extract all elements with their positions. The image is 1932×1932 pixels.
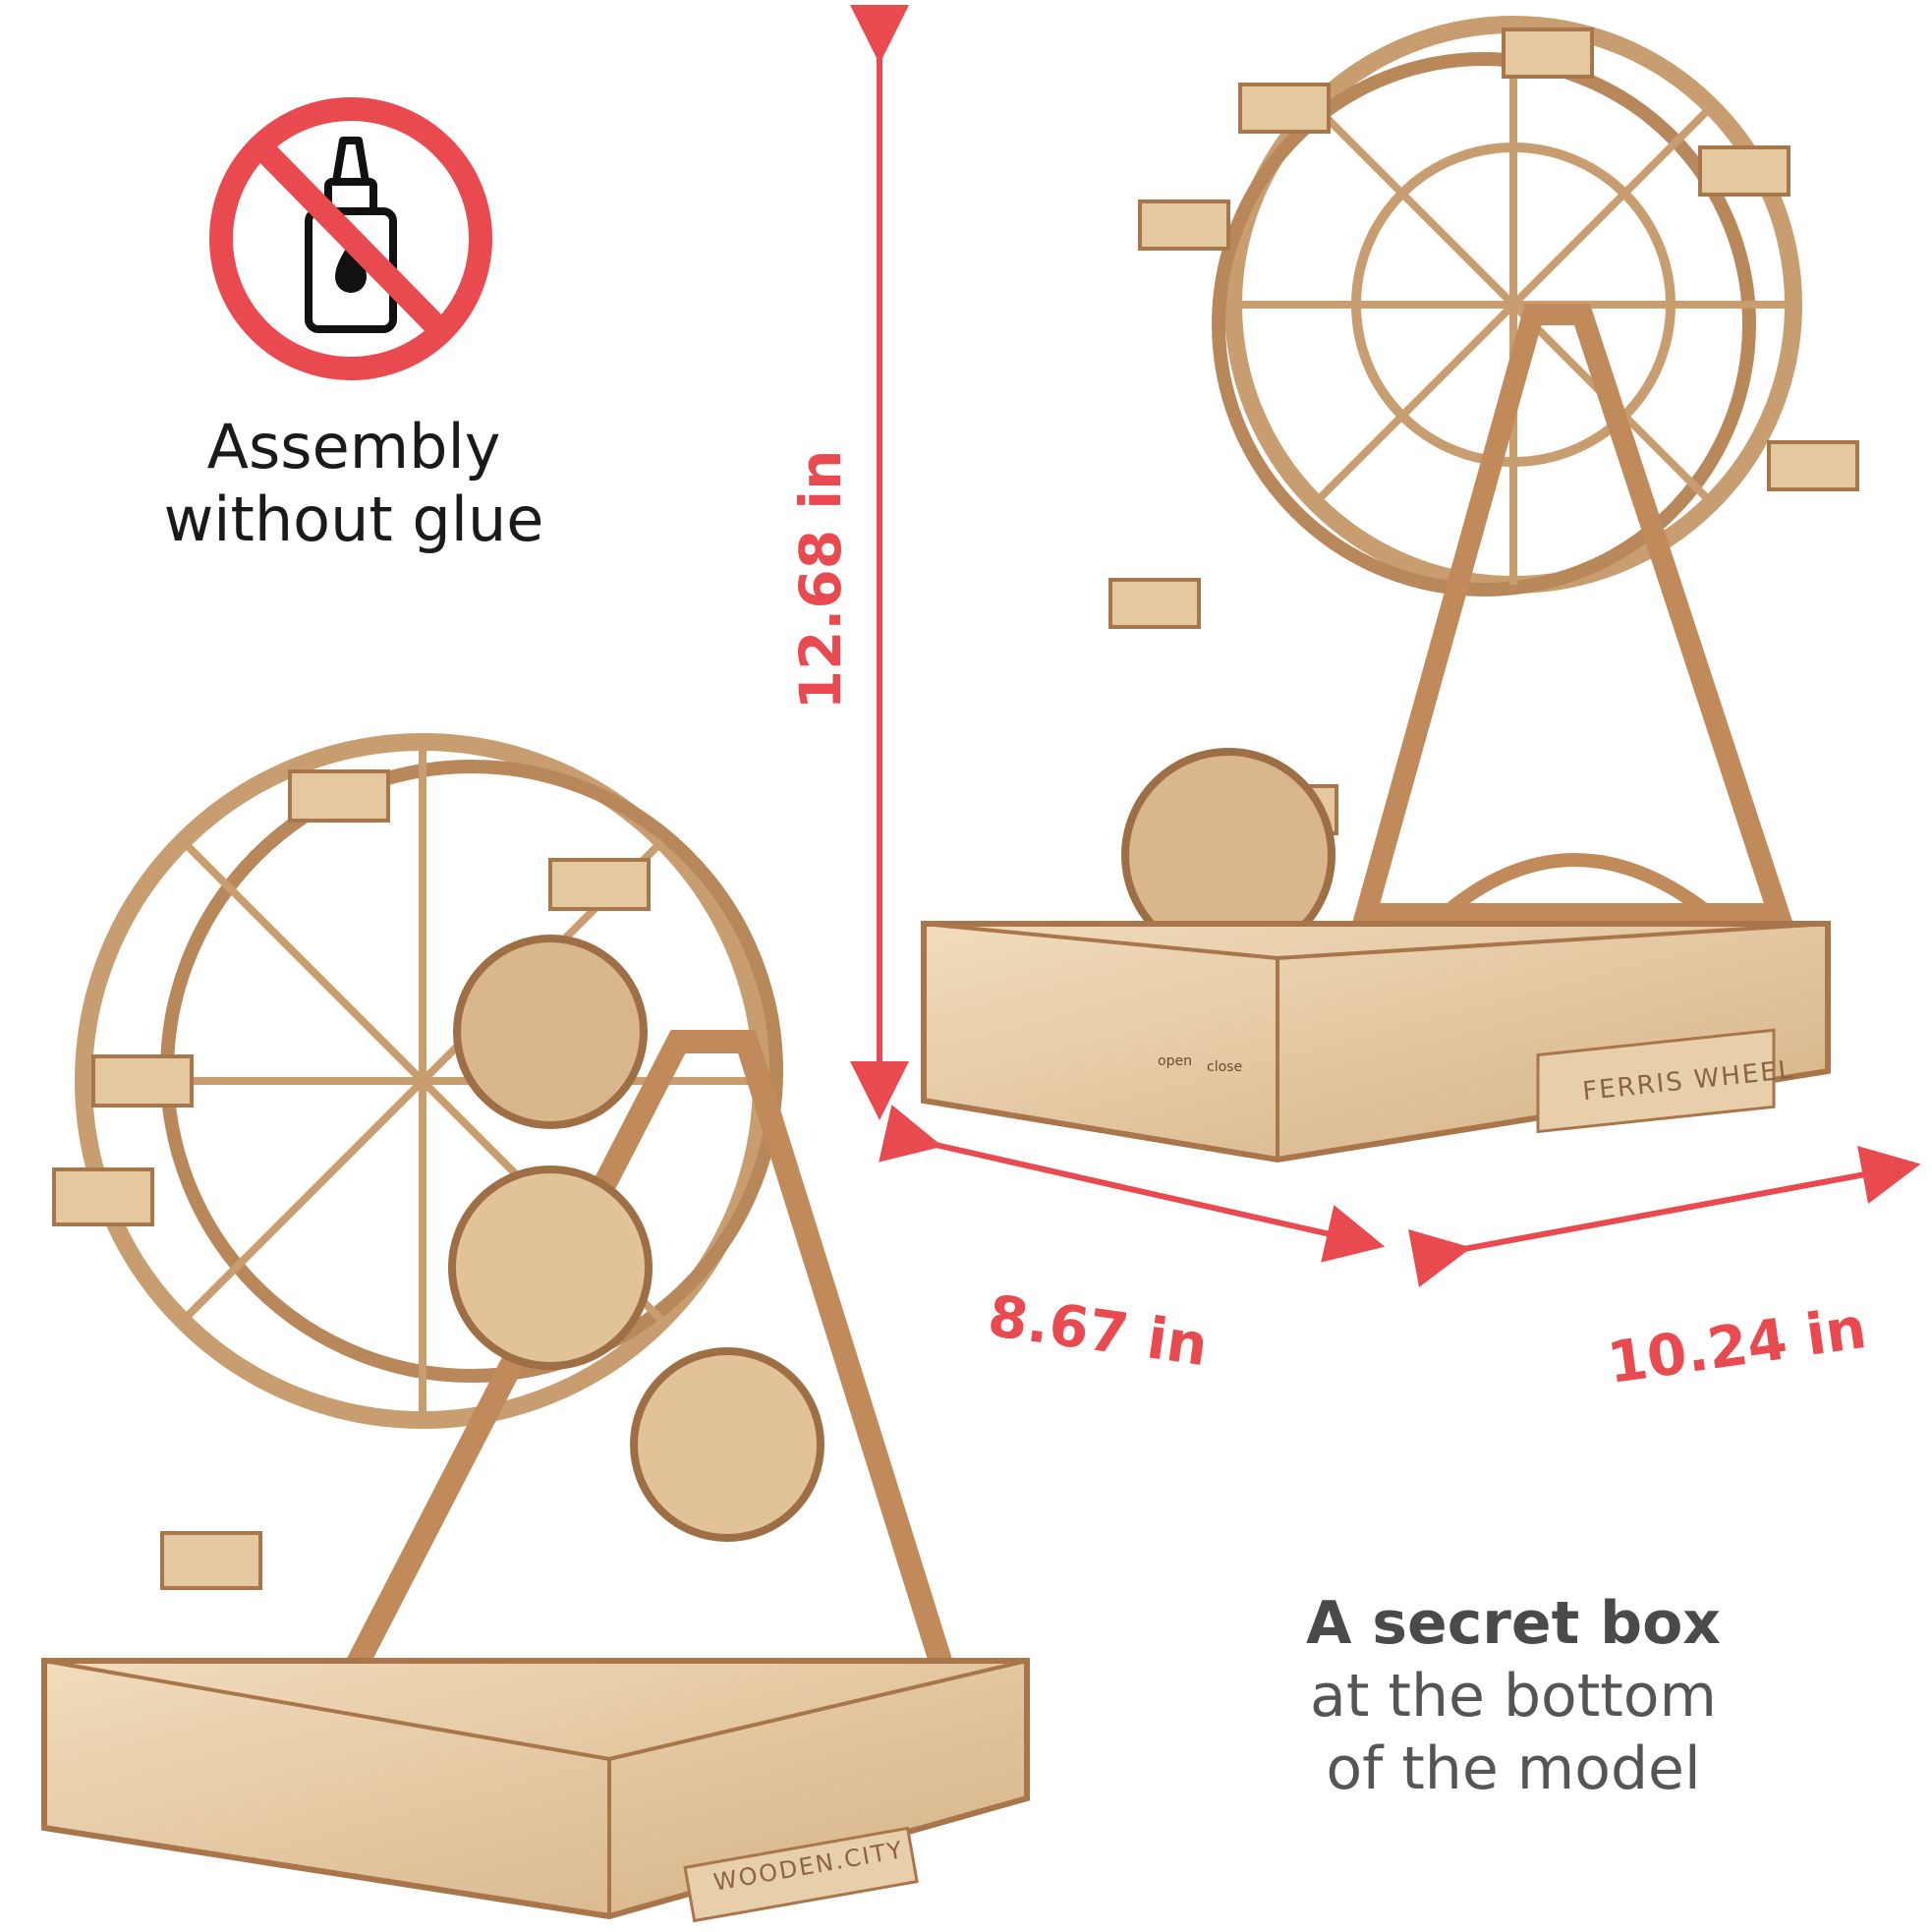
no-glue-icon (209, 97, 492, 380)
no-glue-line2: without glue (163, 483, 544, 555)
width-arrow (1408, 1145, 1921, 1287)
ferris-wheel-model-front (921, 16, 1859, 1164)
secret-line1: A secret box (1305, 1589, 1722, 1658)
depth-arrow (879, 1105, 1386, 1263)
height-label: 12.68 in (787, 449, 854, 710)
secret-box-caption: A secret box at the bottom of the model (1278, 1587, 1749, 1805)
ferris-wheel-model-side (41, 733, 1030, 1923)
no-glue-caption: Assembly without glue (138, 411, 570, 556)
no-glue-line1: Assembly (206, 411, 501, 483)
secret-line2: at the bottom (1310, 1662, 1717, 1731)
switch-close-label: close (1207, 1059, 1243, 1075)
secret-line3: of the model (1326, 1734, 1701, 1803)
switch-open-label: open (1158, 1053, 1192, 1069)
